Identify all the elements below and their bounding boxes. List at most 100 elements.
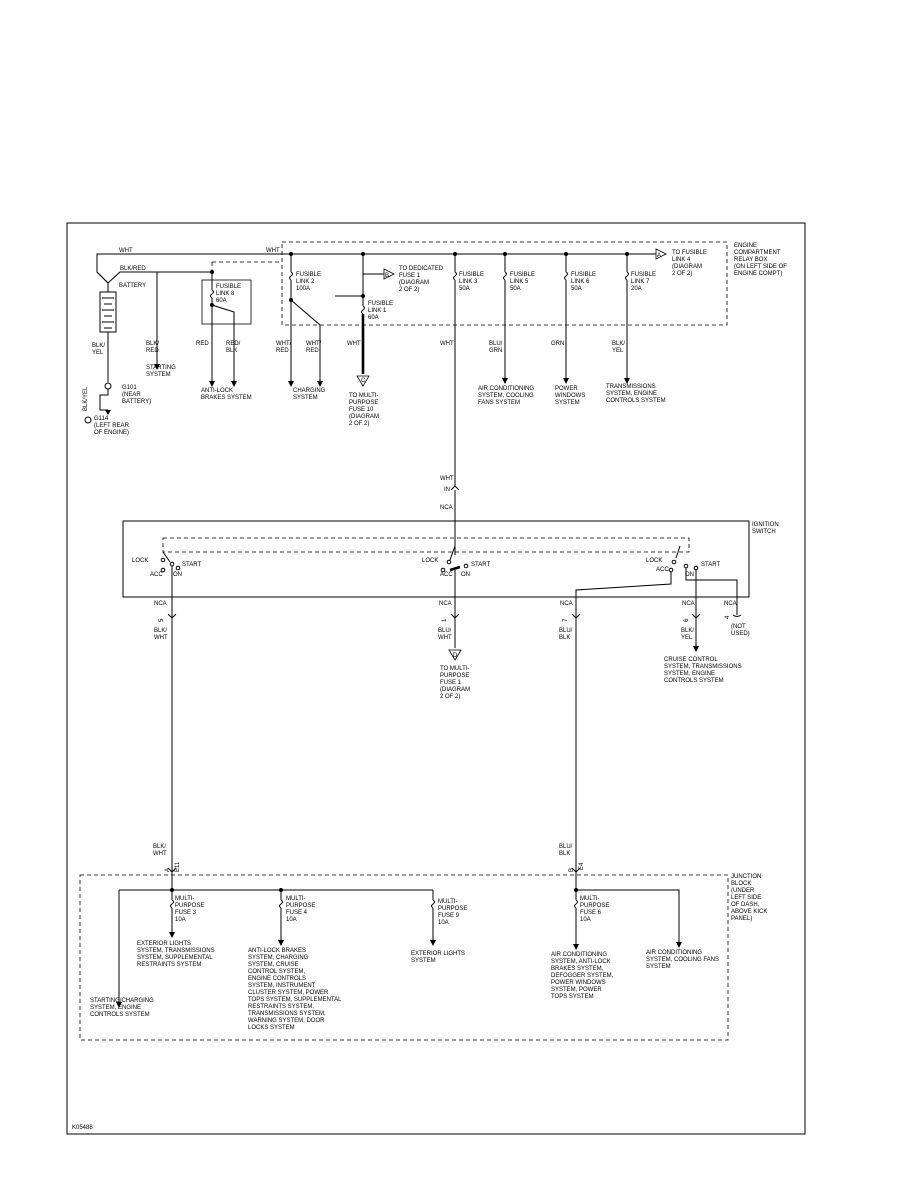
junction-block-wiring xyxy=(116,867,682,1008)
junction-block-box xyxy=(79,874,729,1041)
connector-b-label: B xyxy=(385,273,389,279)
nca-mid-top: NCA xyxy=(440,505,453,511)
nca-right-3: NCA xyxy=(724,601,737,607)
wire-blk-yel-ign: BLK/YEL xyxy=(681,628,694,641)
acc-mid: ACC xyxy=(440,572,453,578)
on-right: ON xyxy=(685,572,694,578)
pin-7: 7 xyxy=(563,618,569,622)
pin-in-label: IN xyxy=(444,487,450,493)
nca-right-2: NCA xyxy=(682,601,695,607)
wire-blu-grn: BLU/GRN xyxy=(489,341,503,354)
wire-blk-yel-g: BLK/YEL xyxy=(83,386,89,411)
wire-blk-red-start: BLK/RED xyxy=(146,341,159,354)
lock-mid: LOCK xyxy=(422,558,438,564)
conn-e11-label: E11 xyxy=(175,861,181,872)
wire-blk-wht-jb: BLK/WHT xyxy=(153,844,167,857)
wire-wht-fl1: WHT xyxy=(347,341,361,347)
connector-d-label: D xyxy=(453,653,458,659)
pin-4: 4 xyxy=(725,615,731,619)
fusible-link-7 xyxy=(624,254,630,384)
nca-mid: NCA xyxy=(439,601,452,607)
nca-left: NCA xyxy=(154,601,167,607)
wire-blk-red-top: BLK/RED xyxy=(120,266,146,272)
fusible-link-3 xyxy=(450,254,460,555)
connector-c-label: C xyxy=(361,378,366,384)
splice-dots-top xyxy=(210,252,629,307)
ignition-contacts xyxy=(160,545,742,652)
diagram-frame xyxy=(66,222,806,1135)
wire-wht-mid: WHT xyxy=(440,476,454,482)
wire-red-abs: RED xyxy=(196,341,209,347)
wire-blk-yel-batt: BLK/YEL xyxy=(92,343,105,356)
start-left: START xyxy=(182,562,201,568)
ignition-switch-box xyxy=(122,520,750,598)
wire-wht-red-2: WHT/RED xyxy=(306,341,322,354)
pin-6: 6 xyxy=(684,618,690,622)
start-right: START xyxy=(701,562,720,568)
wire-blu-wht-ign: BLU/WHT xyxy=(438,628,452,641)
fusible-link-8-box xyxy=(201,272,252,387)
on-mid: ON xyxy=(461,572,470,578)
nca-right-1: NCA xyxy=(560,601,573,607)
pin-5: 5 xyxy=(159,618,165,622)
pin-a-label: A xyxy=(165,868,171,872)
connector-a-triangle xyxy=(655,248,667,260)
conn-e4-label: E4 xyxy=(579,862,585,870)
fusible-link-6 xyxy=(563,254,569,384)
battery-label: BATTERY xyxy=(119,283,146,289)
ignition-outputs xyxy=(167,613,701,872)
wire-wht-red-1: WHT/RED xyxy=(276,341,292,354)
fusible-link-1 xyxy=(335,254,395,387)
fusible-link-2 xyxy=(288,254,323,387)
wire-blk-wht-ign: BLK/WHT xyxy=(154,628,168,641)
wire-wht-top-left: WHT xyxy=(119,248,133,254)
pin-1: 1 xyxy=(442,618,448,622)
acc-right: ACC xyxy=(656,567,669,573)
fusible-link-5 xyxy=(502,254,508,384)
wire-red-blk-abs: RED/BLK xyxy=(226,341,241,354)
on-left: ON xyxy=(173,572,182,578)
wire-wht-top-right: WHT xyxy=(266,248,280,254)
wire-blu-blk-jb: BLU/BLK xyxy=(559,844,573,857)
wire-wht-fl3: WHT xyxy=(440,341,454,347)
acc-left: ACC xyxy=(150,572,163,578)
lock-left: LOCK xyxy=(132,558,148,564)
battery-symbol xyxy=(84,283,117,424)
wire-blk-yel-fl7: BLK/YEL xyxy=(612,341,625,354)
connector-a-label: A xyxy=(657,253,661,259)
figure-id: K05488 xyxy=(72,1125,93,1131)
labels: WHT WHT BLK/RED BATTERY BLK/YEL BLK/YEL … xyxy=(72,243,787,1131)
